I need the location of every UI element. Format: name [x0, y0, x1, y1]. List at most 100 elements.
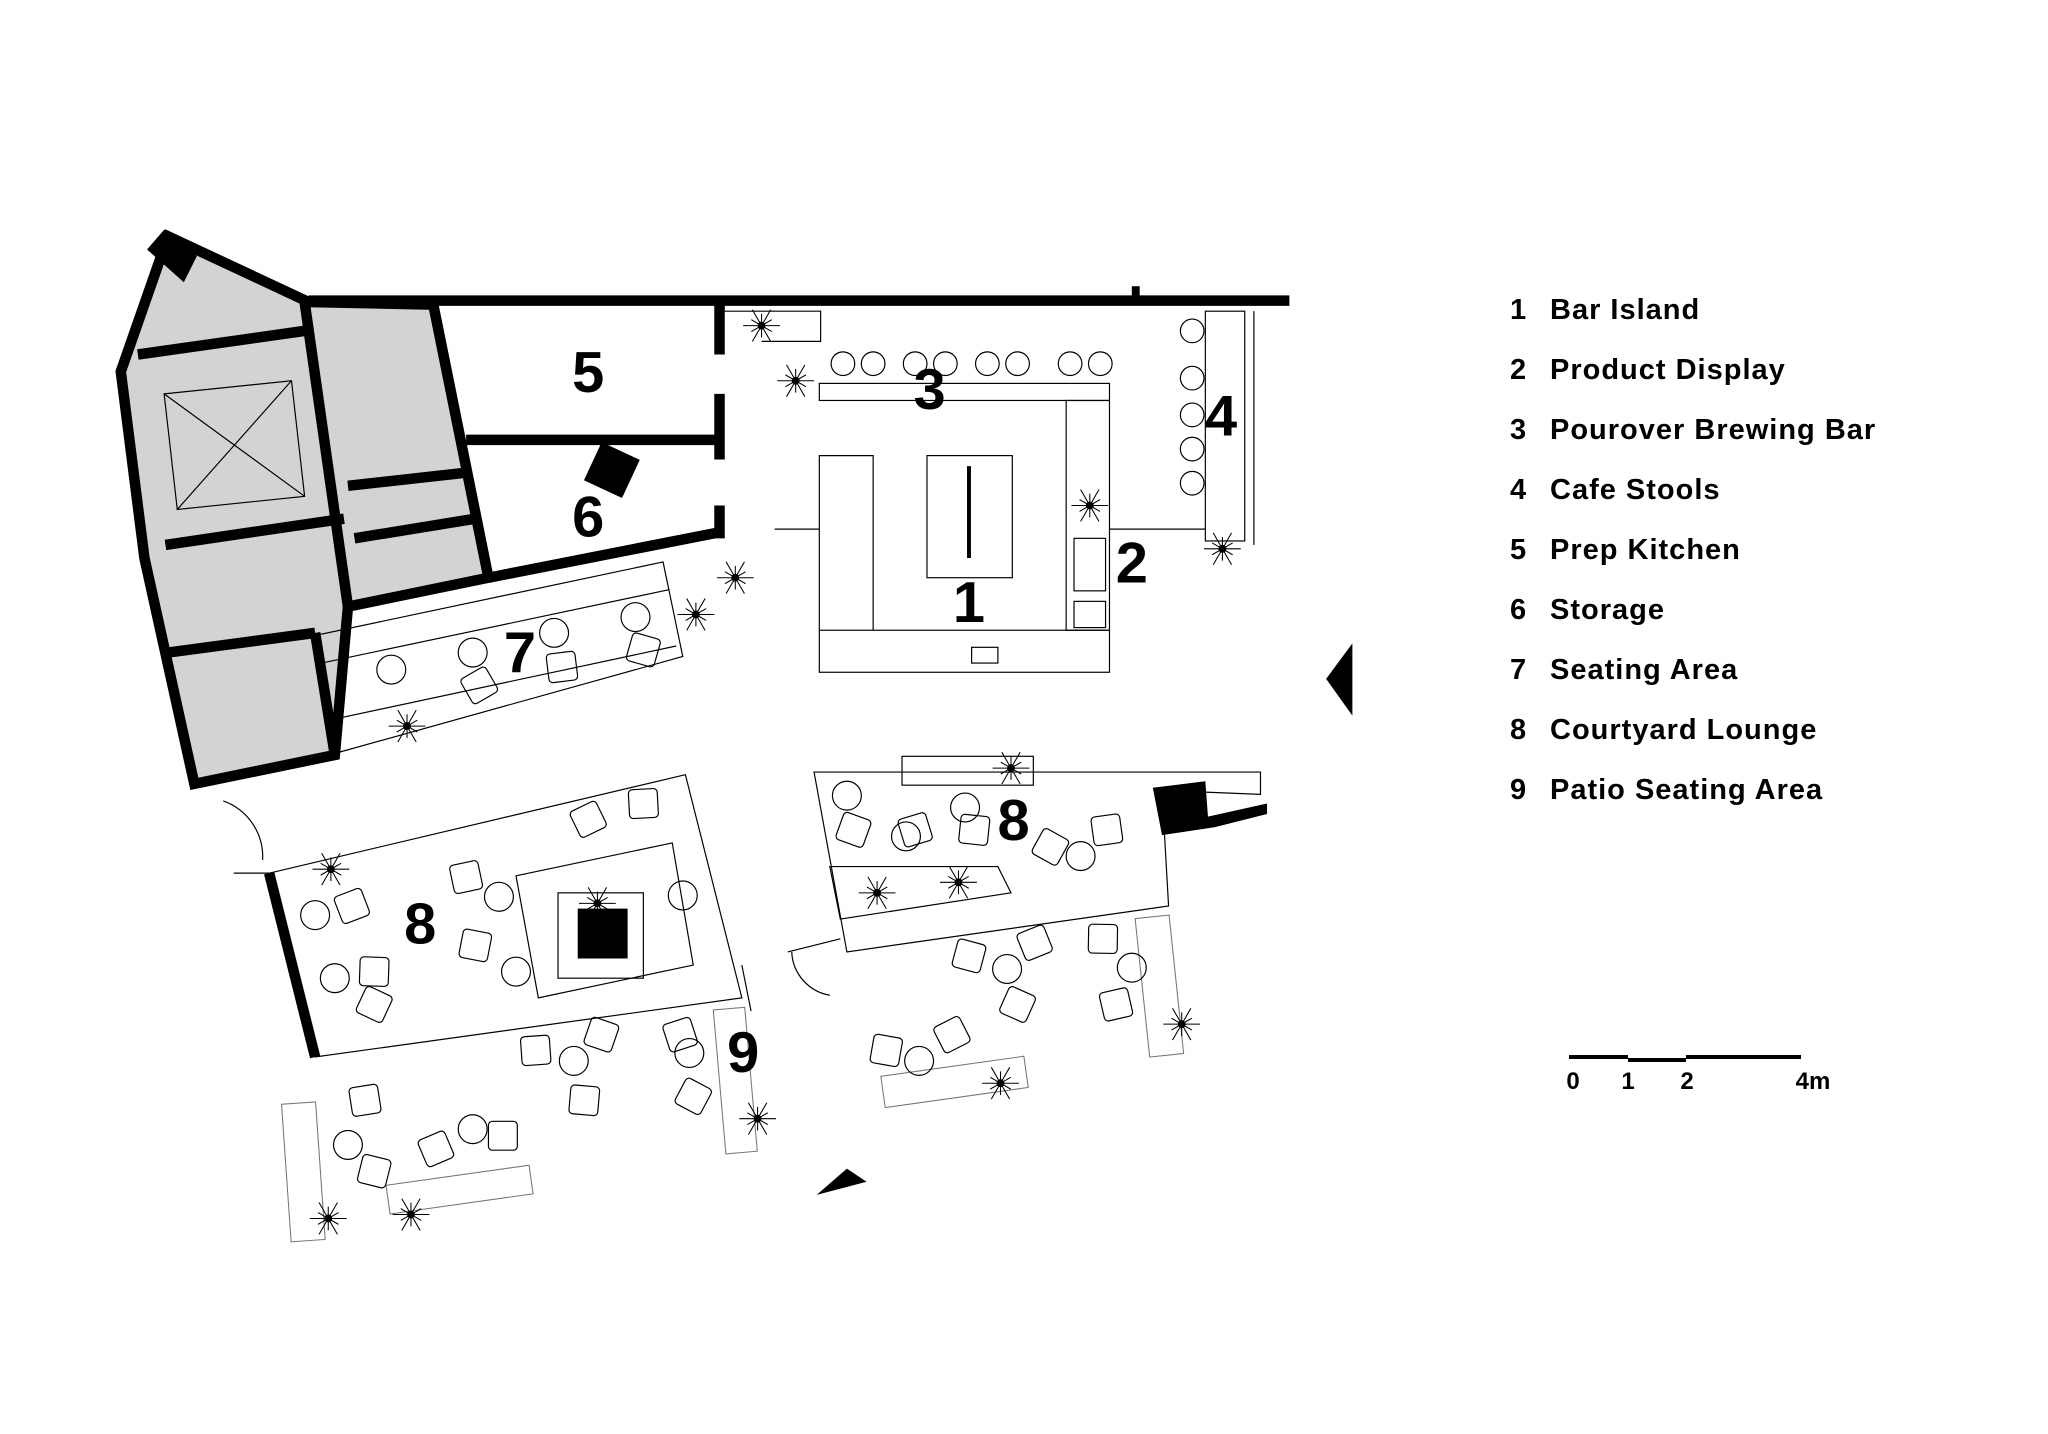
plant-icon	[1163, 1007, 1201, 1041]
entrance-arrow-east	[1326, 643, 1353, 716]
room-label-4: 4	[1205, 384, 1237, 448]
table	[558, 1045, 589, 1076]
plant-icon	[309, 1202, 347, 1235]
table	[904, 1045, 935, 1076]
room-label-9: 9	[727, 1021, 759, 1085]
chair	[333, 887, 370, 925]
courtyard-lounge-west	[223, 773, 743, 1058]
patio-furniture	[300, 602, 1147, 1189]
plant-icon	[982, 1067, 1019, 1100]
scale-tick-1: 1	[1621, 1068, 1634, 1095]
plant-icon	[1204, 532, 1241, 566]
scale-tick-0: 0	[1566, 1068, 1579, 1095]
table	[950, 792, 981, 823]
stool	[1179, 470, 1205, 496]
chair	[897, 812, 933, 848]
chair	[933, 1015, 971, 1054]
plant-icon	[992, 751, 1030, 785]
legend-number: 9	[1510, 774, 1527, 806]
plant-icon	[392, 1198, 430, 1231]
plant-icon	[677, 598, 715, 631]
plant-icon	[743, 309, 780, 342]
plant-icon	[1071, 489, 1109, 522]
room-label-2: 2	[1116, 531, 1148, 595]
stool	[974, 351, 1000, 377]
legend-label: Cafe Stools	[1550, 474, 1721, 506]
stool	[1005, 351, 1030, 377]
chair	[569, 800, 607, 838]
chair	[627, 787, 659, 820]
patio-benches	[280, 914, 1185, 1243]
cafe-stools	[830, 318, 1205, 496]
table	[483, 881, 514, 912]
stool	[1057, 351, 1083, 377]
plant-icon	[739, 1102, 776, 1135]
planters	[309, 309, 1241, 1235]
plant-icon	[858, 876, 896, 910]
chair	[568, 1084, 601, 1117]
legend-label: Bar Island	[1550, 294, 1700, 326]
stool	[1179, 436, 1205, 462]
plant-icon	[777, 364, 815, 397]
table	[500, 956, 532, 987]
legend-number: 4	[1510, 474, 1527, 506]
table	[831, 780, 862, 811]
chair	[519, 1034, 552, 1067]
table	[539, 617, 570, 648]
legend-number: 8	[1510, 714, 1527, 746]
legend-label: Pourover Brewing Bar	[1550, 414, 1876, 446]
chair	[487, 1120, 518, 1151]
stool	[1087, 351, 1113, 377]
room-label-8-west: 8	[404, 893, 436, 957]
legend-label: Seating Area	[1550, 654, 1738, 686]
stool	[860, 351, 886, 377]
table	[1065, 841, 1096, 872]
legend-number: 5	[1510, 534, 1527, 566]
legend-label: Product Display	[1550, 354, 1786, 386]
table	[620, 602, 651, 633]
table	[457, 637, 488, 668]
plant-icon	[388, 709, 426, 743]
table	[319, 963, 350, 994]
plant-icon	[579, 887, 616, 920]
entry-door	[741, 938, 841, 1012]
bar-island	[774, 382, 1206, 673]
stool	[1179, 365, 1205, 391]
stool	[902, 351, 928, 377]
table	[332, 1129, 363, 1160]
scale-tick-4m: 4m	[1796, 1068, 1831, 1095]
room-label-5: 5	[572, 341, 604, 405]
chair	[674, 1077, 712, 1116]
legend-number: 7	[1510, 654, 1527, 686]
plant-icon	[716, 561, 754, 594]
chair	[348, 1083, 382, 1117]
table	[890, 821, 922, 852]
chair	[449, 860, 484, 895]
chair	[356, 1153, 392, 1189]
stool	[1179, 402, 1205, 428]
room-label-6: 6	[572, 486, 604, 550]
table	[667, 880, 698, 911]
legend-label: Prep Kitchen	[1550, 534, 1741, 566]
chair	[1098, 987, 1134, 1022]
room-label-8-east: 8	[998, 789, 1030, 853]
chair	[1090, 813, 1124, 847]
table	[300, 900, 331, 931]
chair	[545, 650, 579, 684]
chair	[835, 811, 872, 848]
room-label-3: 3	[914, 358, 946, 422]
legend-label: Courtyard Lounge	[1550, 714, 1817, 746]
legend-number: 6	[1510, 594, 1527, 626]
table	[457, 1114, 488, 1145]
room-label-1: 1	[953, 571, 985, 635]
seating-area-counter	[314, 561, 684, 754]
stool	[932, 351, 958, 377]
chair	[358, 956, 390, 988]
corner-column	[147, 229, 197, 283]
legend-number: 2	[1510, 354, 1527, 386]
stool-counter	[719, 310, 1255, 545]
chair	[355, 985, 393, 1023]
table	[992, 953, 1023, 985]
